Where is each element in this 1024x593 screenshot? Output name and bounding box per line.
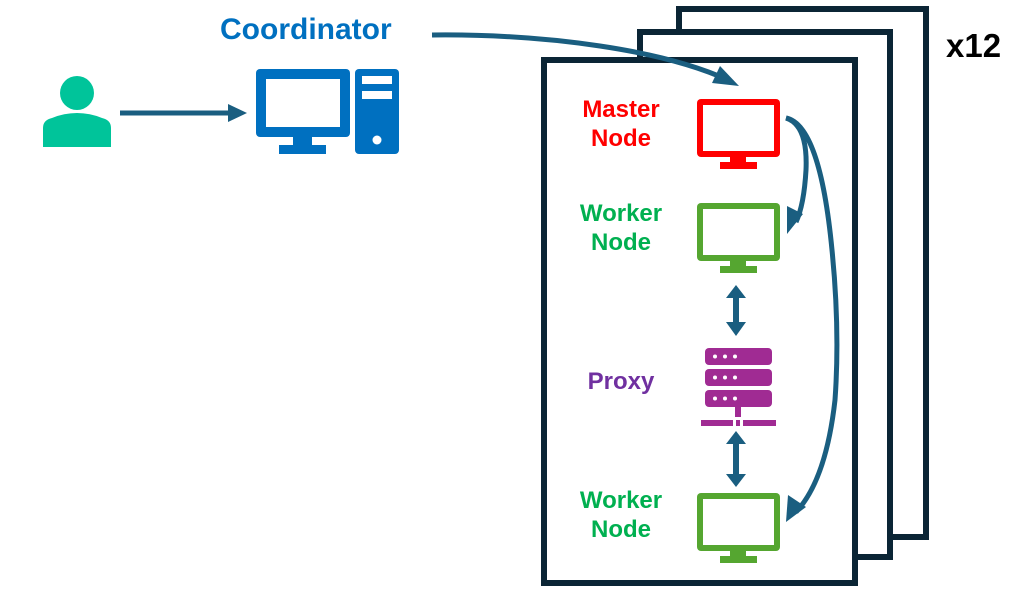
arrow-worker-proxy-bidirectional <box>726 285 746 336</box>
worker-node-top-monitor-icon <box>697 203 780 273</box>
multiplier-label: x12 <box>946 27 1002 64</box>
arrowhead-master-to-worker-top <box>787 206 803 234</box>
master-node-label: Master Node <box>560 96 682 154</box>
worker-node-top-label-line2: Node <box>591 228 651 256</box>
worker-node-bottom-label: Worker Node <box>560 487 682 545</box>
worker-node-top-label-line1: Worker <box>579 200 663 227</box>
coordinator-label: Coordinator <box>220 13 392 46</box>
master-node-monitor-icon <box>697 99 780 169</box>
arrowhead-coordinator-to-master <box>712 66 739 86</box>
proxy-server-icon <box>701 348 776 426</box>
master-node-label-line2: Node <box>591 124 651 152</box>
arrow-proxy-worker-bidirectional <box>726 431 746 487</box>
arrowhead-master-to-worker-bottom <box>786 495 806 522</box>
arrow-user-to-coordinator <box>120 104 247 122</box>
user-icon <box>43 76 111 147</box>
worker-node-top-label: Worker Node <box>560 200 682 258</box>
desktop-computer-icon <box>256 69 399 154</box>
arrow-coordinator-to-master <box>431 32 730 83</box>
worker-node-bottom-monitor-icon <box>697 493 780 563</box>
worker-node-bottom-label-line2: Node <box>591 515 651 543</box>
arrow-master-to-worker-bottom <box>785 115 840 514</box>
master-node-label-line1: Master <box>582 96 660 123</box>
worker-node-bottom-label-line1: Worker <box>579 487 663 514</box>
proxy-label: Proxy <box>587 368 655 395</box>
